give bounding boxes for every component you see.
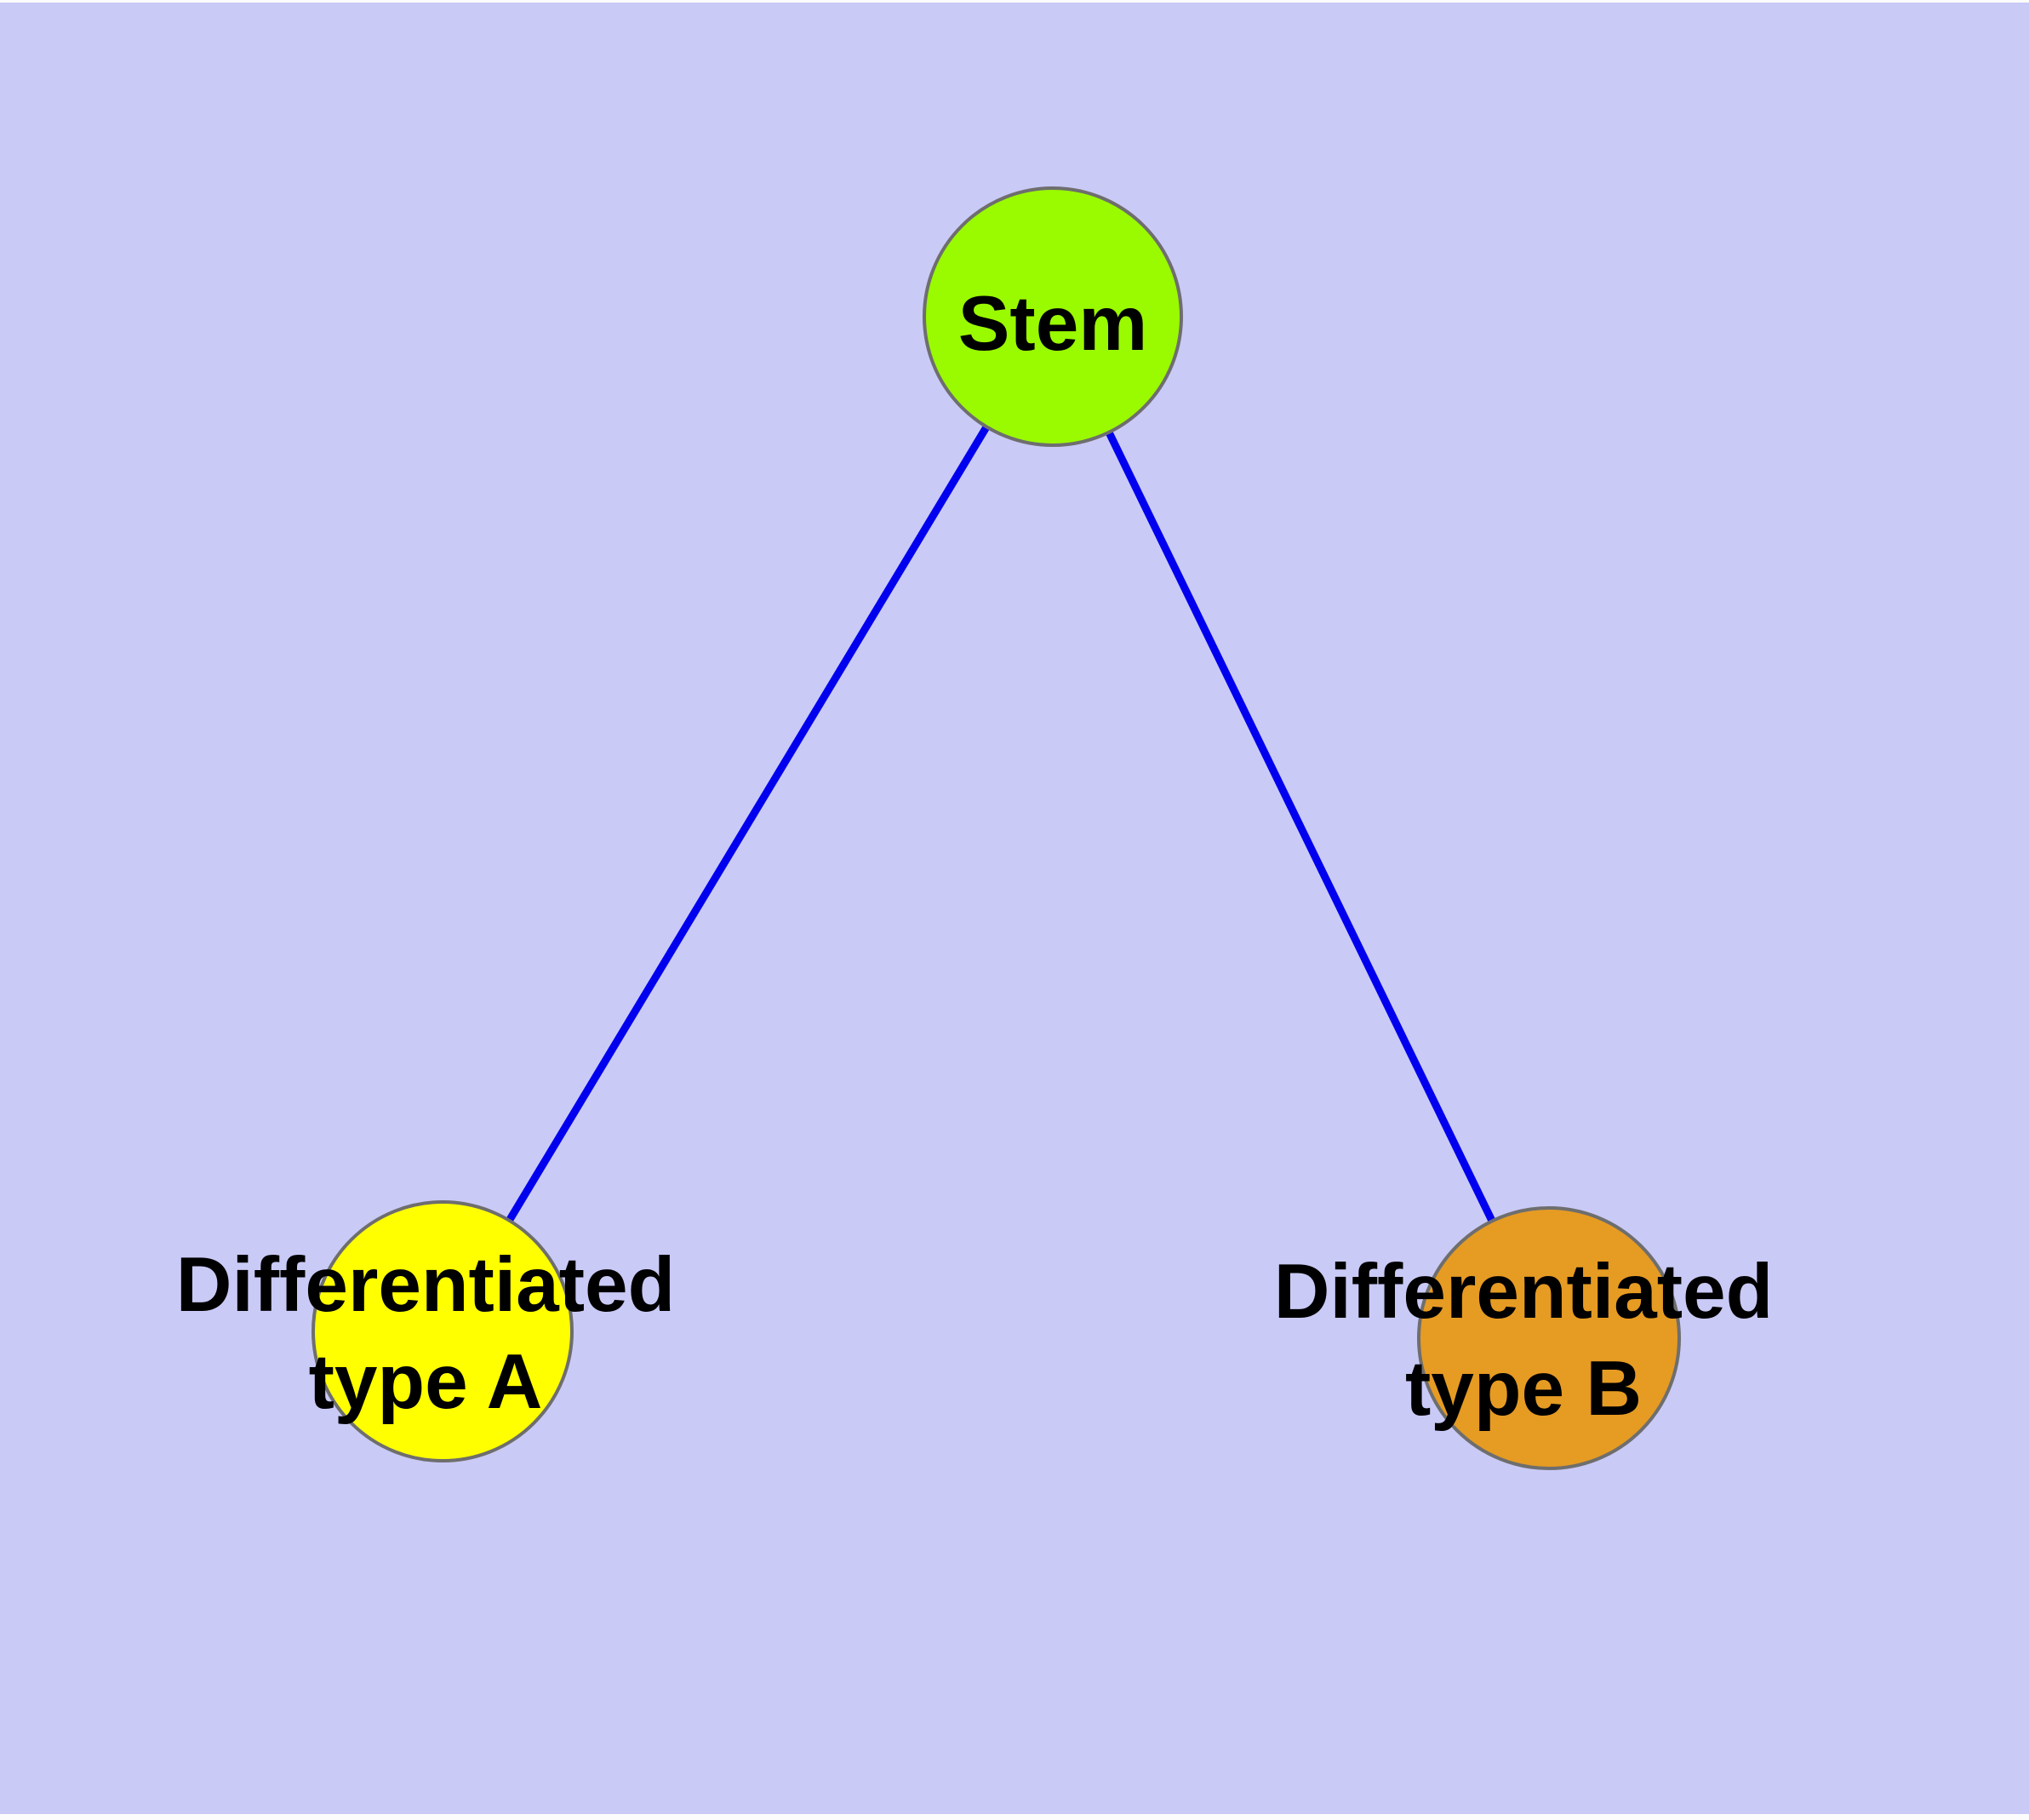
edge-stem-to-type-b <box>1049 315 1553 1340</box>
node-differentiated-type-b <box>1417 1206 1681 1470</box>
node-differentiated-type-a <box>311 1200 574 1462</box>
node-type-a-label-line2: type A <box>309 1339 543 1425</box>
node-type-a-label-line1: Differentiated <box>176 1242 676 1328</box>
edge-stem-to-type-a <box>439 314 1056 1334</box>
node-stem-label: Stem <box>958 281 1148 367</box>
node-type-b-label-line1: Differentiated <box>1274 1249 1774 1335</box>
node-type-b-label-line2: type B <box>1405 1346 1642 1432</box>
node-stem <box>923 186 1183 447</box>
